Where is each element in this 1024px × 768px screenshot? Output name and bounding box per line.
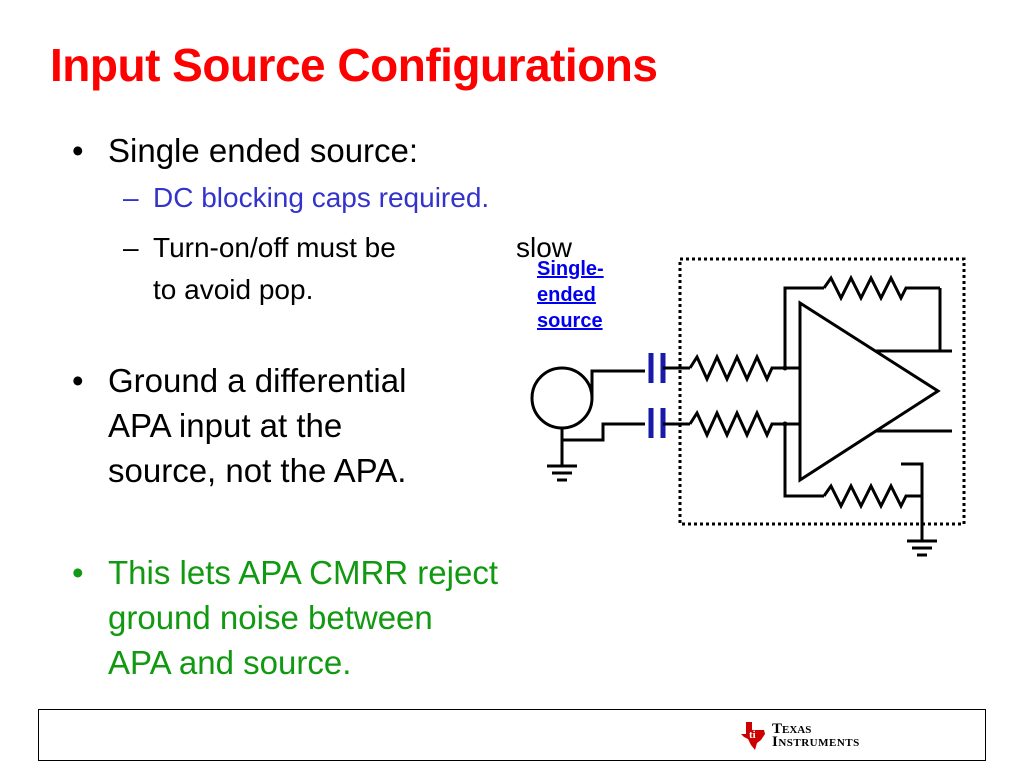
ti-logo: ti Texas Instruments (740, 719, 860, 753)
bullet-text-line2: APA input at the (108, 407, 343, 444)
apa-ground-symbol (907, 539, 937, 557)
node-dot (782, 365, 788, 371)
bullet-text-line2: ground noise between (108, 599, 433, 636)
bullet-text-line3: APA and source. (108, 644, 352, 681)
sub-bullet-marker: – (123, 182, 139, 213)
label-line2: ended (537, 284, 596, 306)
bullet-marker: • (72, 554, 84, 591)
amplifier-triangle (798, 300, 941, 483)
bullet-cmrr: • This lets APA CMRR reject ground noise… (72, 550, 498, 685)
ti-wordmark-line1: Texas (772, 720, 812, 737)
bullet-text-line3: source, not the APA. (108, 452, 407, 489)
bullet-marker: • (72, 132, 84, 169)
ti-wordmark: Texas Instruments (772, 720, 860, 750)
page-title: Input Source Configurations (50, 39, 658, 91)
feedback-bottom-right-wire (901, 462, 924, 496)
node-dot (782, 421, 788, 427)
capacitor-bottom (648, 408, 666, 438)
sub-bullet-turn-on-word-slow: slow (516, 232, 573, 263)
apa-boundary-box (678, 257, 966, 526)
ac-source (530, 366, 594, 430)
sub-bullet-text-line1: Turn-on/off must be (153, 232, 396, 263)
resistor-input-bottom (688, 409, 800, 439)
resistor-feedback-top (822, 274, 940, 302)
bullet-text-line1: Ground a differential (108, 362, 407, 399)
texas-state-icon: ti (741, 722, 765, 750)
bullet-text-line1: This lets APA CMRR reject (108, 554, 498, 591)
footer-bar (38, 709, 986, 761)
single-ended-source-label[interactable]: Single- ended source (537, 256, 627, 334)
sub-bullet-marker: – (123, 232, 139, 263)
source-ground-symbol (547, 464, 577, 482)
bullet-marker: • (72, 362, 84, 399)
feedback-top-left-wire (783, 286, 824, 368)
resistor-input-top (688, 353, 800, 383)
sub-bullet-dc-blocking: – DC blocking caps required. (123, 180, 490, 216)
label-line3: source (537, 310, 603, 332)
feedback-bottom-left-wire (783, 424, 824, 498)
source-bottom-wire (560, 422, 645, 442)
capacitor-top (648, 353, 666, 383)
sub-bullet-turn-on-line2: to avoid pop. (153, 274, 314, 305)
source-top-wire (590, 369, 645, 398)
sub-bullet-turn-on: – Turn-on/off must be (123, 230, 396, 266)
svg-text:ti: ti (749, 729, 756, 741)
bullet-single-ended: • Single ended source: (72, 128, 419, 173)
ti-wordmark-line2: Instruments (772, 733, 860, 750)
label-line1: Single- (537, 258, 604, 280)
bullet-text: Single ended source: (108, 132, 419, 169)
resistor-feedback-bottom (822, 482, 922, 510)
bullet-ground-differential: • Ground a differential APA input at the… (72, 358, 407, 493)
sub-bullet-text: DC blocking caps required. (153, 182, 490, 213)
